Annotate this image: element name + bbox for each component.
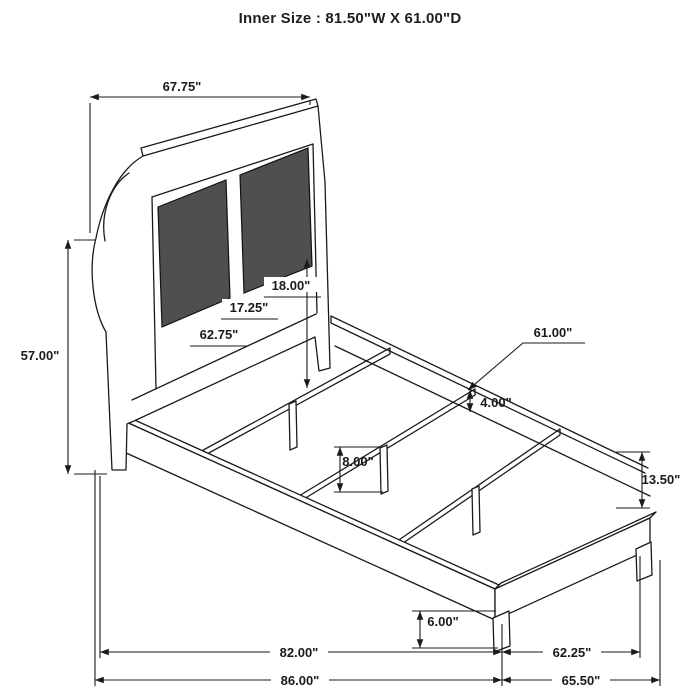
label-bg xyxy=(552,672,610,688)
near-side-rail xyxy=(123,416,500,621)
headboard xyxy=(91,98,331,471)
slat-leg-3 xyxy=(471,485,481,536)
dim-label-foot-overall-width: 65.50" xyxy=(562,673,601,688)
dim-label-inner-depth: 61.00" xyxy=(534,325,573,340)
headboard-bottom-rail-line xyxy=(131,313,317,401)
label-bg xyxy=(222,299,278,314)
leader-line xyxy=(467,342,585,391)
foot-right-leg xyxy=(635,541,653,582)
slat-assembly xyxy=(195,347,561,551)
footboard xyxy=(492,511,657,653)
dim-headboard-interior: 18.00" 17.25" 62.75" xyxy=(190,259,321,388)
dim-foot-overall-width: 65.50" xyxy=(502,672,660,688)
dim-label-mid-height: 17.25" xyxy=(230,300,269,315)
dim-foot-inner-width: 62.25" xyxy=(502,644,640,660)
footboard-front-face xyxy=(494,517,651,621)
far-side-rail xyxy=(330,315,651,497)
dim-headboard-height: 57.00" xyxy=(21,239,107,475)
dim-overall-length: 86.00" xyxy=(95,672,502,688)
headboard-scroll-line xyxy=(103,172,130,242)
dim-footboard-height: 13.50" xyxy=(616,451,681,509)
label-bg xyxy=(264,277,320,292)
headboard-frame-top-line xyxy=(151,143,314,198)
dim-label-headboard-width: 67.75" xyxy=(163,79,202,94)
dim-label-rail-lip: 4.00" xyxy=(480,395,511,410)
headboard-panel-left xyxy=(157,179,231,328)
near-rail-top-face xyxy=(123,416,500,590)
inner-size-title: Inner Size : 81.50"W X 61.00"D xyxy=(238,10,462,27)
dim-label-slat-leg: 8.00" xyxy=(342,454,373,469)
dim-slat-leg-height: 8.00" xyxy=(334,446,383,493)
dim-label-headboard-height: 57.00" xyxy=(21,348,60,363)
dim-foot-leg-height: 6.00" xyxy=(412,610,498,649)
slat-leg-1 xyxy=(288,400,298,451)
near-rail-outer-face xyxy=(123,420,496,621)
dim-label-panel-height: 18.00" xyxy=(272,278,311,293)
dim-rail-lip: 4.00" xyxy=(466,390,512,412)
slat-leg-2 xyxy=(379,444,389,495)
dim-inner-length: 82.00" xyxy=(100,644,502,660)
headboard-panel-right xyxy=(239,147,313,294)
dim-label-inner-length: 82.00" xyxy=(280,645,319,660)
dim-headboard-width: 67.75" xyxy=(89,79,311,233)
bottom-extension-lines xyxy=(94,470,661,686)
dim-inner-depth: 61.00" xyxy=(467,325,585,391)
label-bg xyxy=(270,644,328,660)
dim-label-overall-length: 86.00" xyxy=(281,673,320,688)
label-bg xyxy=(271,672,329,688)
headboard-crown-edge xyxy=(140,98,319,157)
label-bg xyxy=(543,644,601,660)
dim-label-footboard-height: 13.50" xyxy=(642,472,681,487)
dim-label-foot-inner-width: 62.25" xyxy=(553,645,592,660)
bed-drawing xyxy=(91,98,657,653)
label-bg xyxy=(192,326,248,341)
dim-label-foot-leg: 6.00" xyxy=(427,614,458,629)
far-rail-lines xyxy=(330,315,651,497)
dim-label-inner-width: 62.75" xyxy=(200,327,239,342)
